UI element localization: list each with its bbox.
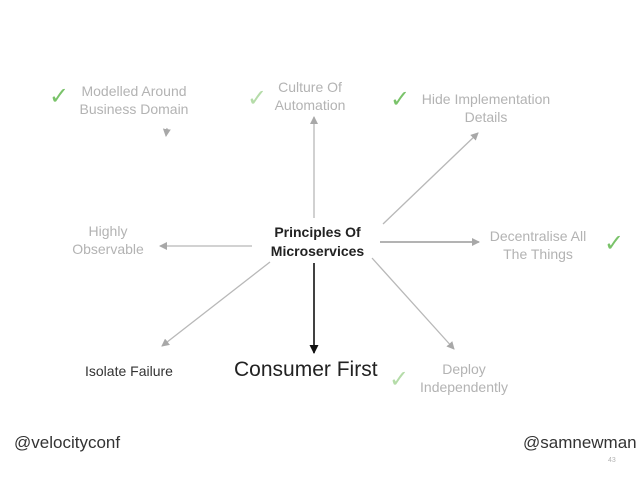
deploy-line2: Independently: [420, 379, 508, 395]
decentralise-line2: The Things: [503, 246, 573, 262]
arrow-deploy: [371, 257, 455, 350]
hide-line1: Hide Implementation: [421, 91, 551, 107]
decentralise-line1: Decentralise All: [489, 228, 587, 244]
observable-line2: Observable: [72, 241, 144, 257]
node-culture: Culture Of Automation: [262, 78, 358, 114]
check-icon: ✓: [604, 229, 625, 257]
footer-right-handle: @samnewman: [523, 433, 637, 452]
check-icon: ✓: [389, 365, 410, 393]
check-icon: ✓: [49, 82, 70, 110]
hide-line2: Details: [464, 109, 508, 125]
node-modelled: Modelled Around Business Domain: [72, 82, 196, 118]
node-observable: Highly Observable: [60, 222, 156, 258]
modelled-line1: Modelled Around: [81, 83, 187, 99]
node-deploy: Deploy Independently: [410, 360, 518, 396]
observable-line1: Highly: [88, 223, 128, 239]
node-hide: Hide Implementation Details: [412, 90, 560, 126]
center-node: Principles Of Microservices: [250, 223, 385, 261]
arrow-isolate: [161, 261, 271, 347]
arrow-modelled: [162, 127, 171, 137]
deploy-line1: Deploy: [442, 361, 486, 377]
check-icon: ✓: [247, 84, 268, 112]
node-decentralise: Decentralise All The Things: [482, 227, 594, 263]
check-icon: ✓: [390, 85, 411, 113]
modelled-line2: Business Domain: [79, 101, 189, 117]
footer-left-handle: @velocityconf: [14, 433, 121, 452]
center-line1: Principles Of: [274, 224, 361, 240]
arrow-hide: [382, 132, 479, 225]
page-number: 43: [608, 457, 616, 464]
culture-line2: Automation: [274, 97, 346, 113]
culture-line1: Culture Of: [278, 79, 342, 95]
center-line2: Microservices: [270, 243, 365, 259]
node-isolate: Isolate Failure: [85, 363, 173, 379]
node-consumer: Consumer First: [234, 358, 378, 381]
